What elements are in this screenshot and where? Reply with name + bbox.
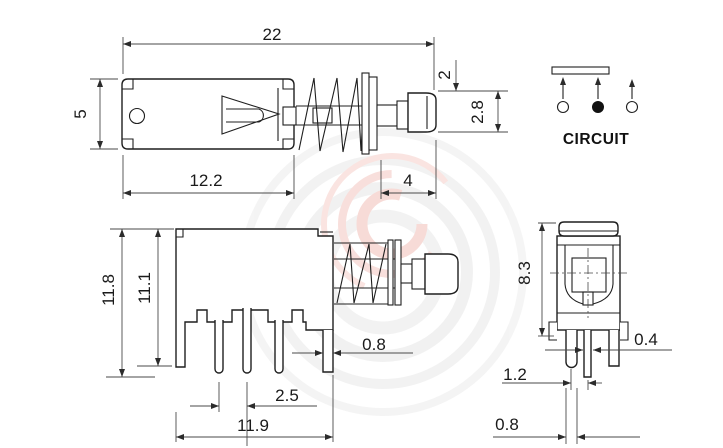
skirt-step-left (548, 321, 557, 341)
actuator-slot (226, 108, 264, 123)
dim-label-cap-diameter: 2.8 (468, 100, 487, 124)
dim-body-height: 11.1 (135, 229, 172, 367)
circuit-label: CIRCUIT (563, 131, 629, 148)
plunger-shaft-narrow (376, 104, 398, 127)
dim-label-pin-thickness: 0.4 (634, 330, 658, 349)
front-view: 11.8 11.1 2.5 11.9 (99, 228, 459, 446)
dim-label-total-height: 11.8 (99, 274, 118, 306)
front-button-cap (424, 253, 459, 295)
dim-label-pin-offset: 1.2 (503, 365, 527, 384)
solder-pin-3 (274, 320, 284, 374)
terminal-arrow-1 (560, 77, 566, 99)
dim-label-height: 5 (71, 109, 90, 118)
flange-bar-inner (368, 76, 378, 151)
terminal-open-icon (556, 100, 570, 114)
end-leg-left (565, 330, 578, 369)
actuator-triangle-mark (221, 95, 281, 135)
end-leg-right (608, 330, 620, 367)
front-spring-coil (336, 243, 387, 304)
dim-total-height: 11.8 (99, 228, 174, 378)
dim-label-shaft-diameter: 2 (435, 70, 454, 79)
dim-label-total-length: 22 (263, 25, 282, 44)
dim-end-height: 8.3 (515, 222, 556, 337)
front-spring-bounds (334, 242, 388, 305)
dim-label-body-height: 11.1 (135, 272, 154, 304)
plunger-shaft-wide (396, 100, 409, 130)
dim-leg-width: 0.8 (493, 388, 640, 444)
skirt-step-right (620, 321, 629, 341)
cavity-wall-right (592, 245, 614, 305)
front-flange-bar-inner (394, 239, 402, 306)
dim-plunger-length: 4 (380, 140, 437, 199)
circuit-diagram: CIRCUIT (551, 66, 639, 148)
body-corner-notches (122, 79, 294, 149)
dim-bracket-pin-width: 0.8 (292, 335, 413, 356)
solder-pin-2 (242, 308, 252, 374)
dim-shaft-diameter: 2 (435, 60, 508, 92)
front-flange-bar-outer (387, 239, 394, 306)
switch-front-body-outline (175, 228, 334, 368)
front-shaft-narrow (400, 263, 413, 284)
circuit-bridge-bar (551, 66, 610, 75)
push-button-cap (407, 92, 437, 133)
dim-label-body-width: 11.9 (237, 416, 269, 435)
terminal-arrow-3 (629, 79, 635, 99)
dim-label-leg-width: 0.8 (495, 415, 519, 434)
dim-total-length: 22 (122, 25, 435, 90)
dim-label-pin-pitch: 2.5 (275, 386, 299, 405)
mounting-hole (128, 107, 146, 125)
shaft-entry-block (282, 106, 297, 126)
dim-label-bracket-pin-width: 0.8 (362, 335, 386, 354)
front-shaft-wide (411, 258, 426, 290)
dim-height: 5 (71, 78, 118, 150)
end-body-outline (556, 235, 621, 331)
end-view: 8.3 0.4 1.2 0.8 (493, 221, 672, 444)
end-center-pin (583, 330, 592, 378)
dim-pin-offset: 1.2 (502, 365, 602, 390)
dim-pin-pitch: 2.5 (190, 382, 317, 446)
cavity-wall-left (564, 245, 584, 305)
dim-label-body-length: 12.2 (189, 171, 222, 190)
dim-body-width: 11.9 (175, 375, 334, 442)
terminal-open-icon (625, 100, 639, 114)
dim-pin-thickness: 0.4 (545, 330, 672, 353)
front-body-corner-notch (176, 229, 184, 238)
solder-pin-1 (214, 320, 224, 374)
dim-cap-diameter: 2.8 (438, 91, 508, 133)
terminal-common-icon (592, 101, 604, 113)
terminal-arrow-2 (595, 77, 601, 99)
dim-body-length: 12.2 (122, 155, 295, 199)
bracket-pin (322, 330, 334, 373)
dim-label-plunger-length: 4 (403, 171, 412, 190)
spring-coil (298, 77, 366, 153)
flange-bar-outer (361, 72, 370, 155)
end-button-cap (558, 221, 619, 237)
switch-body-outline (121, 78, 295, 150)
dim-label-end-height: 8.3 (515, 261, 534, 285)
side-view: 22 5 12.2 4 (71, 25, 508, 199)
